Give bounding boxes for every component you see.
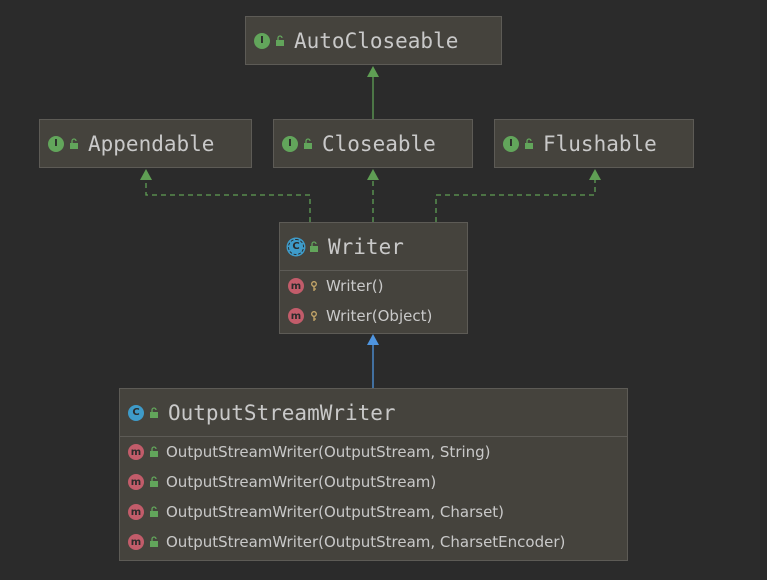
edge-writer-closeable (367, 169, 379, 222)
abstract-class-icon: C (288, 238, 304, 255)
node-closeable[interactable]: I Closeable (273, 119, 473, 168)
edge-writer-appendable (140, 169, 311, 222)
node-flushable[interactable]: I Flushable (494, 119, 694, 168)
public-lock-icon (150, 406, 158, 418)
edge-closeable-autocloseable (367, 66, 379, 119)
protected-key-icon (311, 281, 317, 291)
node-title: Writer (328, 234, 404, 259)
method-row[interactable]: m OutputStreamWriter(OutputStream, Chars… (120, 497, 627, 527)
method-icon: m (128, 534, 144, 550)
node-title: OutputStreamWriter (168, 400, 396, 425)
method-icon: m (288, 308, 304, 324)
public-lock-icon (150, 476, 158, 487)
divider (120, 436, 627, 437)
node-outputstreamwriter[interactable]: C OutputStreamWriter m OutputStreamWrite… (119, 388, 628, 561)
method-row[interactable]: m Writer() (280, 271, 467, 301)
method-icon: m (128, 504, 144, 520)
interface-icon: I (282, 135, 298, 152)
method-icon: m (128, 444, 144, 460)
method-row[interactable]: m OutputStreamWriter(OutputStream, Chars… (120, 527, 627, 557)
method-icon: m (128, 474, 144, 490)
node-header: I AutoCloseable (246, 17, 501, 64)
interface-icon: I (48, 135, 64, 152)
method-label: Writer(Object) (326, 307, 433, 325)
method-label: Writer() (326, 277, 384, 295)
node-header: C OutputStreamWriter (120, 389, 627, 436)
public-lock-icon (70, 137, 78, 149)
node-title: AutoCloseable (294, 28, 459, 53)
public-lock-icon (150, 506, 158, 517)
public-lock-icon (276, 34, 284, 46)
node-writer[interactable]: C Writer m Writer() m Writer(Object) (279, 222, 468, 334)
public-lock-icon (304, 137, 312, 149)
node-appendable[interactable]: I Appendable (39, 119, 252, 168)
node-title: Closeable (322, 131, 436, 156)
public-lock-icon (525, 137, 533, 149)
edge-outputstreamwriter-writer (367, 334, 379, 388)
protected-key-icon (311, 311, 317, 321)
method-label: OutputStreamWriter(OutputStream, Charset… (166, 503, 505, 521)
node-header: I Closeable (274, 120, 472, 167)
method-row[interactable]: m Writer(Object) (280, 301, 467, 331)
node-title: Appendable (88, 131, 215, 156)
public-lock-icon (310, 240, 318, 252)
interface-icon: I (254, 32, 270, 49)
method-icon: m (288, 278, 304, 294)
method-row[interactable]: m OutputStreamWriter(OutputStream) (120, 467, 627, 497)
node-autocloseable[interactable]: I AutoCloseable (245, 16, 502, 65)
public-lock-icon (150, 536, 158, 547)
public-lock-icon (150, 446, 158, 457)
class-icon: C (128, 404, 144, 421)
edge-writer-flushable (435, 169, 601, 222)
node-header: I Flushable (495, 120, 693, 167)
method-label: OutputStreamWriter(OutputStream, String) (166, 443, 491, 461)
node-header: I Appendable (40, 120, 251, 167)
node-title: Flushable (543, 131, 657, 156)
node-header: C Writer (280, 223, 467, 270)
divider (280, 270, 467, 271)
method-label: OutputStreamWriter(OutputStream, Charset… (166, 533, 566, 551)
interface-icon: I (503, 135, 519, 152)
method-row[interactable]: m OutputStreamWriter(OutputStream, Strin… (120, 437, 627, 467)
method-label: OutputStreamWriter(OutputStream) (166, 473, 437, 491)
